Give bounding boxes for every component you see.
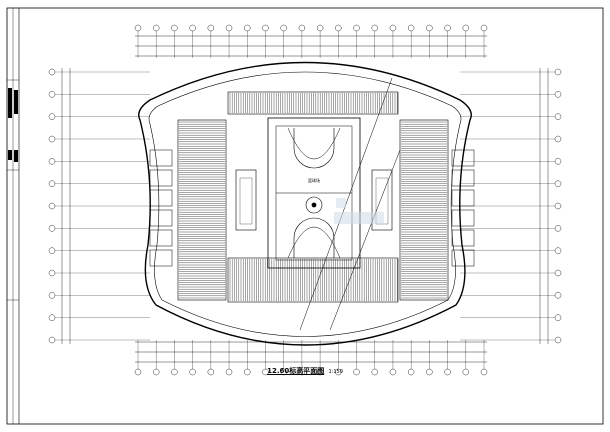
column-axis-bubble bbox=[426, 24, 433, 32]
column-axis-bubble bbox=[262, 24, 269, 32]
row-axis-bubble bbox=[48, 91, 56, 98]
row-axis-bubble bbox=[554, 91, 562, 98]
column-axis-bubble bbox=[407, 24, 415, 32]
stadium-inner-shell bbox=[148, 71, 462, 337]
top-dimensions bbox=[135, 35, 487, 57]
side-booths bbox=[235, 169, 393, 231]
row-axis-bubble bbox=[48, 314, 56, 321]
row-axis-bubble bbox=[554, 202, 562, 210]
basketball-court bbox=[267, 117, 361, 269]
row-axis-bubble bbox=[48, 269, 56, 277]
side-rooms bbox=[149, 149, 475, 267]
column-axis-bubble bbox=[335, 24, 342, 32]
row-axis-bubble bbox=[554, 314, 562, 321]
column-axis-markers-bottom bbox=[134, 340, 488, 376]
plan-title: 12.60标高平面图 bbox=[267, 367, 325, 375]
row-axis-bubble bbox=[554, 269, 562, 277]
column-axis-markers-top bbox=[134, 24, 488, 58]
row-axis-bubble bbox=[554, 68, 562, 76]
column-axis-bubble bbox=[225, 24, 233, 32]
row-axis-bubble bbox=[48, 158, 56, 165]
seating-blocks bbox=[177, 91, 449, 303]
row-axis-bubble bbox=[554, 180, 562, 187]
row-axis-bubble bbox=[48, 336, 56, 344]
row-axis-bubble bbox=[554, 336, 562, 344]
title-block-strip bbox=[7, 8, 20, 424]
row-axis-bubble bbox=[48, 180, 56, 187]
watermark-logo bbox=[334, 198, 384, 224]
column-axis-bubble bbox=[171, 24, 178, 32]
drawing-caption: 12.60标高平面图 1:150 bbox=[0, 366, 610, 376]
row-axis-bubble bbox=[554, 292, 562, 299]
row-axis-bubble bbox=[48, 292, 56, 299]
sheet-border bbox=[6, 7, 604, 425]
row-axis-bubble bbox=[554, 135, 562, 143]
column-axis-bubble bbox=[134, 24, 142, 32]
row-axis-bubble bbox=[48, 247, 56, 254]
column-axis-bubble bbox=[316, 24, 324, 32]
column-axis-bubble bbox=[371, 24, 378, 32]
row-axis-bubble bbox=[554, 158, 562, 165]
bottom-dimensions bbox=[135, 341, 487, 363]
column-axis-bubble bbox=[189, 24, 196, 32]
section-line-b bbox=[329, 149, 401, 331]
row-axis-bubble bbox=[554, 113, 562, 120]
column-axis-bubble bbox=[280, 24, 287, 32]
row-axis-bubble bbox=[48, 202, 56, 210]
row-axis-markers-right bbox=[460, 68, 562, 344]
stadium-outer-shell bbox=[138, 61, 472, 346]
column-axis-bubble bbox=[480, 24, 488, 32]
column-axis-bubble bbox=[207, 24, 215, 32]
row-axis-bubble bbox=[48, 68, 56, 76]
plan-scale: 1:150 bbox=[328, 369, 343, 375]
column-axis-bubble bbox=[353, 24, 360, 32]
court-label: 篮球场 bbox=[308, 177, 320, 183]
row-axis-bubble bbox=[48, 135, 56, 143]
row-axis-markers-left bbox=[48, 68, 150, 344]
column-axis-bubble bbox=[153, 24, 160, 32]
column-axis-bubble bbox=[389, 24, 397, 32]
row-axis-bubble bbox=[48, 225, 56, 232]
row-axis-bubble bbox=[554, 225, 562, 232]
column-axis-bubble bbox=[444, 24, 451, 32]
row-axis-bubble bbox=[48, 113, 56, 120]
column-axis-bubble bbox=[244, 24, 251, 32]
column-axis-bubble bbox=[298, 24, 306, 32]
row-axis-bubble bbox=[554, 247, 562, 254]
column-axis-bubble bbox=[462, 24, 469, 32]
